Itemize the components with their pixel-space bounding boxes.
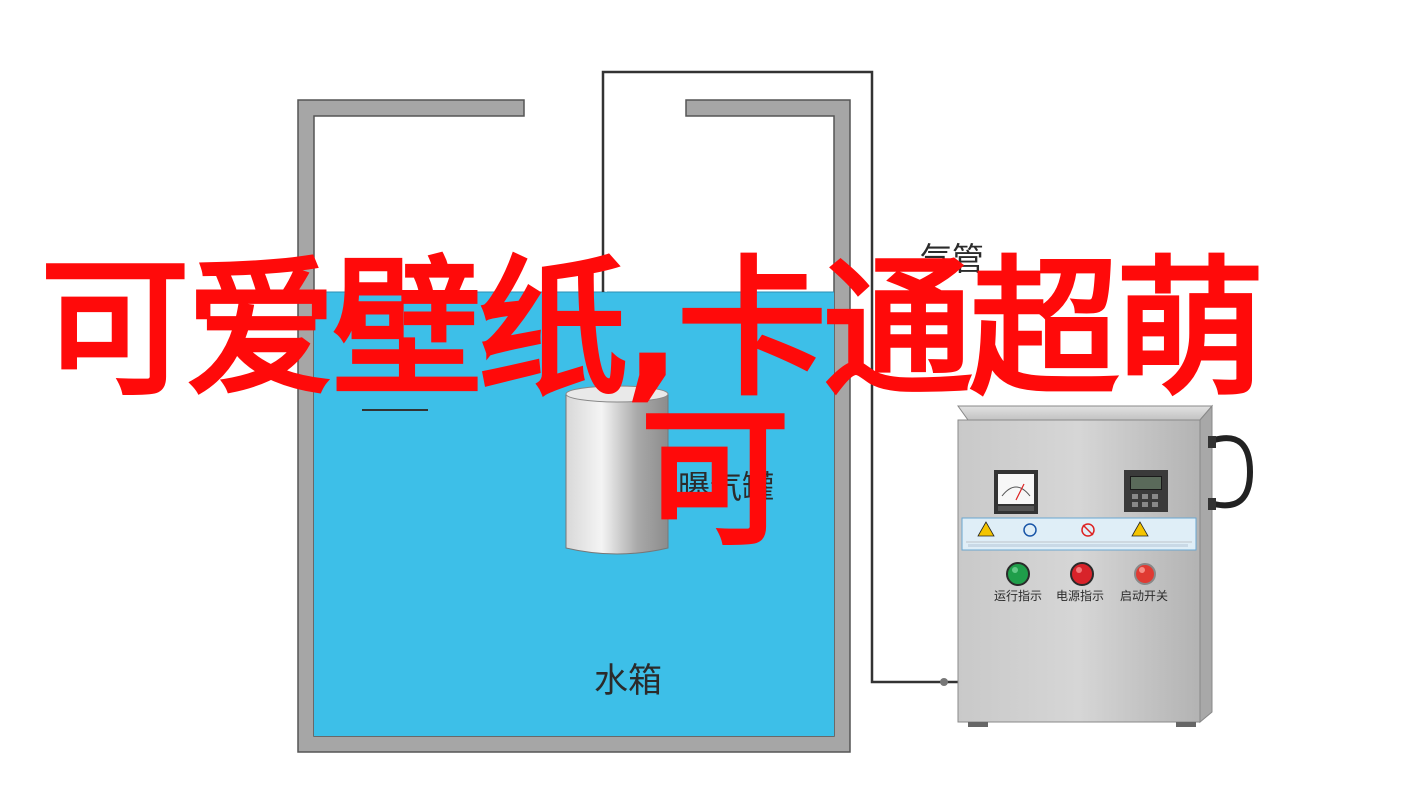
cabinet-handle <box>1213 435 1254 509</box>
run-indicator-light <box>1006 562 1030 586</box>
warning-sticker <box>961 517 1197 551</box>
power-indicator-light <box>1070 562 1094 586</box>
power-indicator-label: 电源指示 <box>1056 588 1104 603</box>
ammeter-gauge <box>994 470 1038 514</box>
overlay-title: 可爱壁纸,卡通超萌 <box>40 243 1265 417</box>
aeration-tank <box>565 385 669 555</box>
pipe-connector <box>940 678 948 686</box>
overlay-title-continued: 可 <box>640 393 791 567</box>
start-switch-button[interactable] <box>1134 563 1156 585</box>
timer-controller <box>1124 470 1168 512</box>
start-switch-label: 启动开关 <box>1120 589 1168 603</box>
water-tank-label: 水箱 <box>594 661 662 701</box>
control-cabinet: 运行指示 电源指示 启动开关 <box>957 404 1254 727</box>
aeration-tank-label: 曝气罐 <box>678 468 774 506</box>
gas-pipe <box>601 70 958 684</box>
gas-pipe-label: 气管 <box>920 240 984 278</box>
run-indicator-label: 运行指示 <box>994 588 1042 603</box>
